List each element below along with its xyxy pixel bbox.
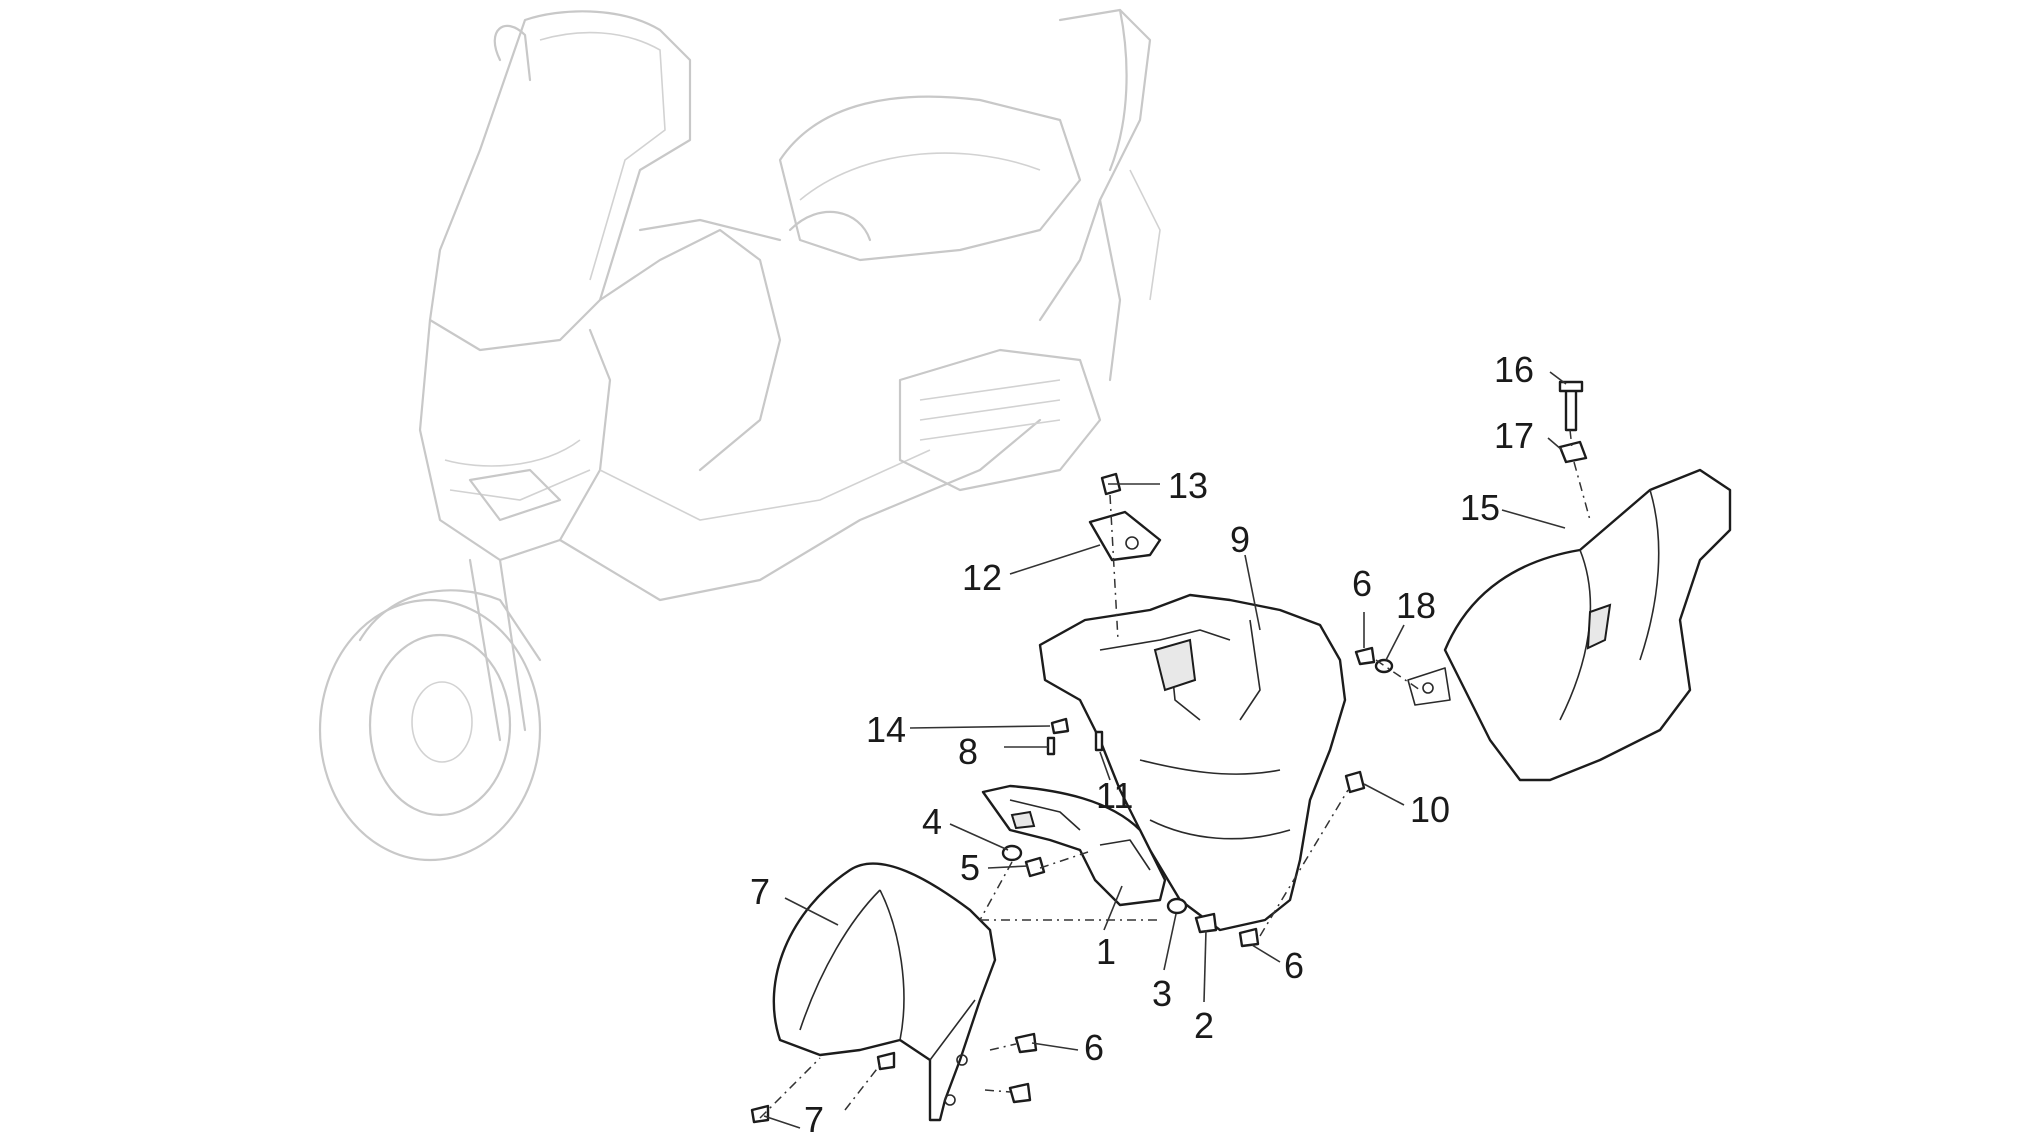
leader-lines — [763, 371, 1567, 1129]
part-8-front-mudguard — [772, 862, 997, 1122]
part-3-washer — [1166, 897, 1188, 915]
callout-5: 5 — [960, 847, 980, 888]
part-15-rear-hugger — [1407, 468, 1732, 782]
part-17-nut — [1558, 440, 1588, 464]
callout-16: 16 — [1494, 349, 1534, 390]
callout-labels: 13 12 9 16 17 15 6 18 14 8 11 10 4 5 7 1… — [750, 349, 1534, 1134]
part-6-screw-front-b — [1008, 1082, 1032, 1104]
scooter-ghost-outline — [318, 8, 1161, 862]
part-12-bracket — [1088, 510, 1162, 562]
part-6-screw-rear — [1354, 646, 1376, 666]
callout-2: 2 — [1194, 1005, 1214, 1046]
callout-13: 11 — [1096, 775, 1133, 816]
callout-18: 18 — [1396, 585, 1436, 626]
callout-6-middle: 6 — [1284, 945, 1304, 986]
callout-12: 12 — [962, 557, 1002, 598]
assembly-dash-lines — [759, 429, 1591, 1119]
callout-17: 17 — [1494, 415, 1534, 456]
part-6-screw-front-a — [1014, 1032, 1038, 1054]
callout-14-upper: 13 — [1168, 465, 1208, 506]
callout-8: 7 — [750, 871, 770, 912]
callout-15: 15 — [1460, 487, 1500, 528]
callout-14-lower: 14 — [866, 709, 906, 750]
callout-6-rear: 6 — [1352, 563, 1372, 604]
part-7-screw-b — [750, 1104, 770, 1124]
callout-10: 8 — [958, 731, 978, 772]
part-13-screw — [1094, 730, 1104, 752]
callout-6-front: 6 — [1084, 1027, 1104, 1068]
callout-4: 4 — [922, 801, 942, 842]
part-1-mudguard-bracket — [981, 784, 1167, 907]
callout-11: 10 — [1410, 789, 1450, 830]
part-5-nut — [1024, 856, 1046, 878]
callout-3: 3 — [1152, 973, 1172, 1014]
callout-9: 9 — [1230, 519, 1250, 560]
part-14-clip-lower — [1050, 717, 1070, 735]
part-7-screw-a — [876, 1051, 896, 1071]
callout-1: 1 — [1096, 931, 1116, 972]
part-6-screw-middle — [1238, 927, 1260, 948]
callout-7: 7 — [804, 1099, 824, 1134]
part-16-bolt — [1558, 380, 1584, 432]
part-9-inner-mudguard — [1038, 593, 1347, 932]
part-11-clip — [1344, 770, 1366, 794]
part-2-screw — [1194, 912, 1218, 934]
part-10-screw — [1046, 736, 1056, 756]
